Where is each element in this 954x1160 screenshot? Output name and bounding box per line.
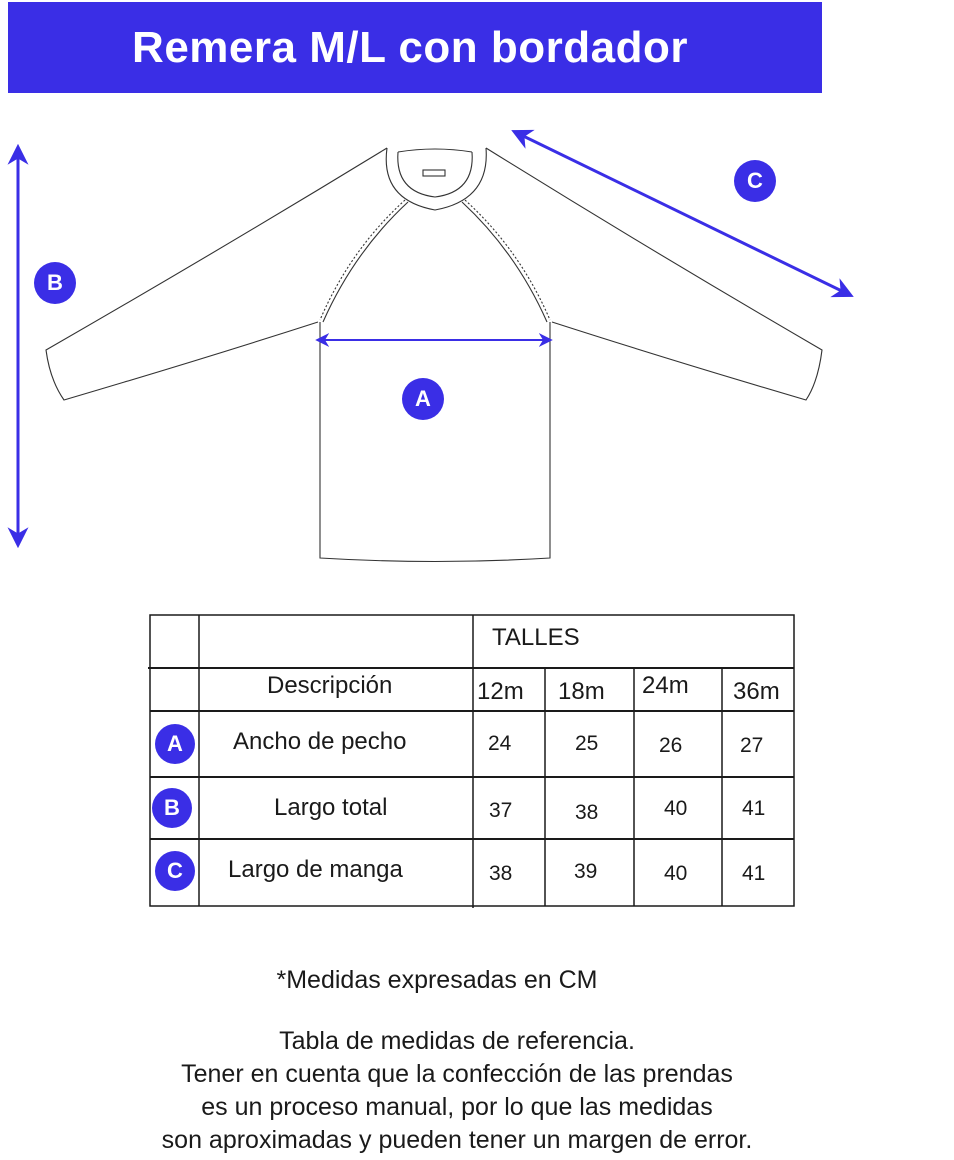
row-b-badge-label: B xyxy=(164,795,180,820)
shirt-outline xyxy=(45,147,823,563)
disclaimer: Tabla de medidas de referencia. Tener en… xyxy=(0,1025,934,1157)
row-a-18m: 25 xyxy=(575,732,599,755)
collar-outer-icon xyxy=(385,147,487,211)
row-a-badge: A xyxy=(155,724,195,764)
description-header: Descripción xyxy=(267,672,393,699)
row-c-label: Largo de manga xyxy=(228,856,403,883)
row-a-12m: 24 xyxy=(488,732,512,755)
row-a-badge-label: A xyxy=(167,731,183,756)
size-table: TALLES Descripción 12m 18m 24m 36m A Anc… xyxy=(148,614,796,908)
size-18m: 18m xyxy=(558,678,605,705)
shirt-body-icon xyxy=(319,322,551,563)
badge-c: C xyxy=(734,160,776,202)
size-12m: 12m xyxy=(477,678,524,705)
badge-a: A xyxy=(402,378,444,420)
page-title: Remera M/L con bordador xyxy=(132,22,688,72)
row-b-18m: 38 xyxy=(575,801,599,824)
label-tag-icon xyxy=(422,169,446,177)
long-sleeve-shirt-diagram xyxy=(7,129,854,563)
left-sleeve-icon xyxy=(45,147,388,401)
row-c-18m: 39 xyxy=(574,860,598,883)
size-24m: 24m xyxy=(642,672,689,699)
row-b-12m: 37 xyxy=(489,799,513,822)
row-a-label: Ancho de pecho xyxy=(233,728,407,755)
badge-a-label: A xyxy=(415,386,431,411)
row-c-12m: 38 xyxy=(489,862,513,885)
badge-b-label: B xyxy=(47,270,63,295)
row-a-36m: 27 xyxy=(740,734,764,757)
measure-c-arrow xyxy=(511,129,854,298)
badge-c-label: C xyxy=(747,168,763,193)
title-banner: Remera M/L con bordador xyxy=(8,2,822,93)
row-c-badge-label: C xyxy=(167,858,183,883)
disclaimer-line-4: son aproximadas y pueden tener un margen… xyxy=(161,1126,753,1154)
disclaimer-line-3: es un proceso manual, por lo que las med… xyxy=(201,1093,713,1121)
row-b-badge: B xyxy=(152,788,192,828)
row-b-36m: 41 xyxy=(742,797,766,820)
row-b-label: Largo total xyxy=(274,794,388,821)
table-grid xyxy=(148,614,795,908)
talles-header: TALLES xyxy=(492,624,580,651)
badge-b: B xyxy=(34,262,76,304)
size-36m: 36m xyxy=(733,678,780,705)
row-b-24m: 40 xyxy=(664,797,688,820)
row-c-24m: 40 xyxy=(664,862,688,885)
disclaimer-line-1: Tabla de medidas de referencia. xyxy=(279,1027,635,1055)
row-a-24m: 26 xyxy=(659,734,683,757)
row-c-badge: C xyxy=(155,851,195,891)
units-note: *Medidas expresadas en CM xyxy=(276,966,598,994)
disclaimer-line-2: Tener en cuenta que la confección de las… xyxy=(181,1060,733,1088)
collar-inner-icon xyxy=(397,151,473,198)
row-c-36m: 41 xyxy=(742,862,766,885)
